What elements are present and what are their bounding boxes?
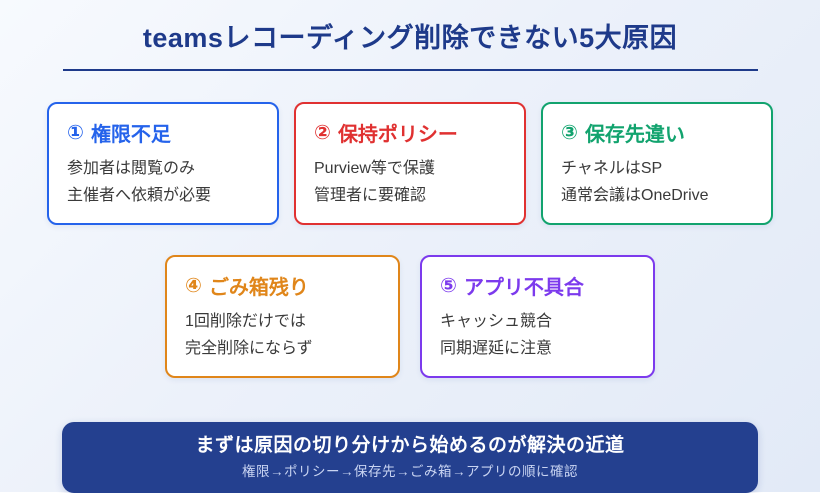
cause-title: ごみ箱残り [208, 277, 309, 299]
cause-card-heading: ⑤ アプリ不具合 [440, 271, 635, 300]
page-title: teamsレコーディング削除できない5大原因 [142, 23, 678, 53]
cause-detail-line: 管理者に要確認 [314, 187, 427, 204]
cause-detail-line: 通常会議はOneDrive [561, 187, 709, 204]
banner-subline: 権限→ポリシー→保存先→ごみ箱→アプリの順に確認 [242, 464, 578, 479]
cause-detail-line: 同期遅延に注意 [440, 340, 553, 357]
cause-card-heading: ② 保持ポリシー [314, 118, 506, 147]
title-divider [62, 69, 758, 71]
cause-card-app-glitch: ⑤ アプリ不具合 キャッシュ競合 同期遅延に注意 [420, 255, 655, 378]
cause-card-heading: ③ 保存先違い [561, 118, 753, 147]
cause-detail-line: Purview等で保護 [314, 160, 435, 177]
cause-card-storage-location: ③ 保存先違い チャネルはSP 通常会議はOneDrive [541, 102, 773, 225]
number-badge-1: ① [67, 122, 84, 144]
number-badge-3: ③ [561, 122, 578, 144]
cause-card-permissions: ① 権限不足 参加者は閲覧のみ 主催者へ依頼が必要 [47, 102, 279, 225]
card-row-bottom: ④ ごみ箱残り 1回削除だけでは 完全削除にならず ⑤ アプリ不具合 キャッシュ… [0, 255, 820, 378]
cause-title: アプリ不具合 [463, 277, 584, 299]
cause-detail-line: 参加者は閲覧のみ [67, 160, 196, 177]
cause-detail-line: 1回削除だけでは [185, 313, 306, 330]
number-badge-4: ④ [185, 275, 202, 297]
conclusion-banner: まずは原因の切り分けから始めるのが解決の近道 権限→ポリシー→保存先→ごみ箱→ア… [62, 422, 758, 493]
card-row-top: ① 権限不足 参加者は閲覧のみ 主催者へ依頼が必要 ② 保持ポリシー Purvi… [0, 102, 820, 225]
banner-headline: まずは原因の切り分けから始めるのが解決の近道 [195, 435, 625, 456]
cause-detail-line: 主催者へ依頼が必要 [67, 187, 212, 204]
number-badge-2: ② [314, 122, 331, 144]
cause-title: 保存先違い [584, 124, 685, 146]
cause-title: 権限不足 [90, 124, 171, 146]
cause-card-retention-policy: ② 保持ポリシー Purview等で保護 管理者に要確認 [294, 102, 526, 225]
cause-card-heading: ④ ごみ箱残り [185, 271, 380, 300]
cause-detail-line: チャネルはSP [561, 160, 663, 177]
cause-detail-line: 完全削除にならず [185, 340, 313, 357]
cause-detail-line: キャッシュ競合 [440, 313, 553, 330]
number-badge-5: ⑤ [440, 275, 457, 297]
cause-title: 保持ポリシー [337, 124, 458, 146]
cause-card-heading: ① 権限不足 [67, 118, 259, 147]
cause-card-recycle-bin: ④ ごみ箱残り 1回削除だけでは 完全削除にならず [165, 255, 400, 378]
